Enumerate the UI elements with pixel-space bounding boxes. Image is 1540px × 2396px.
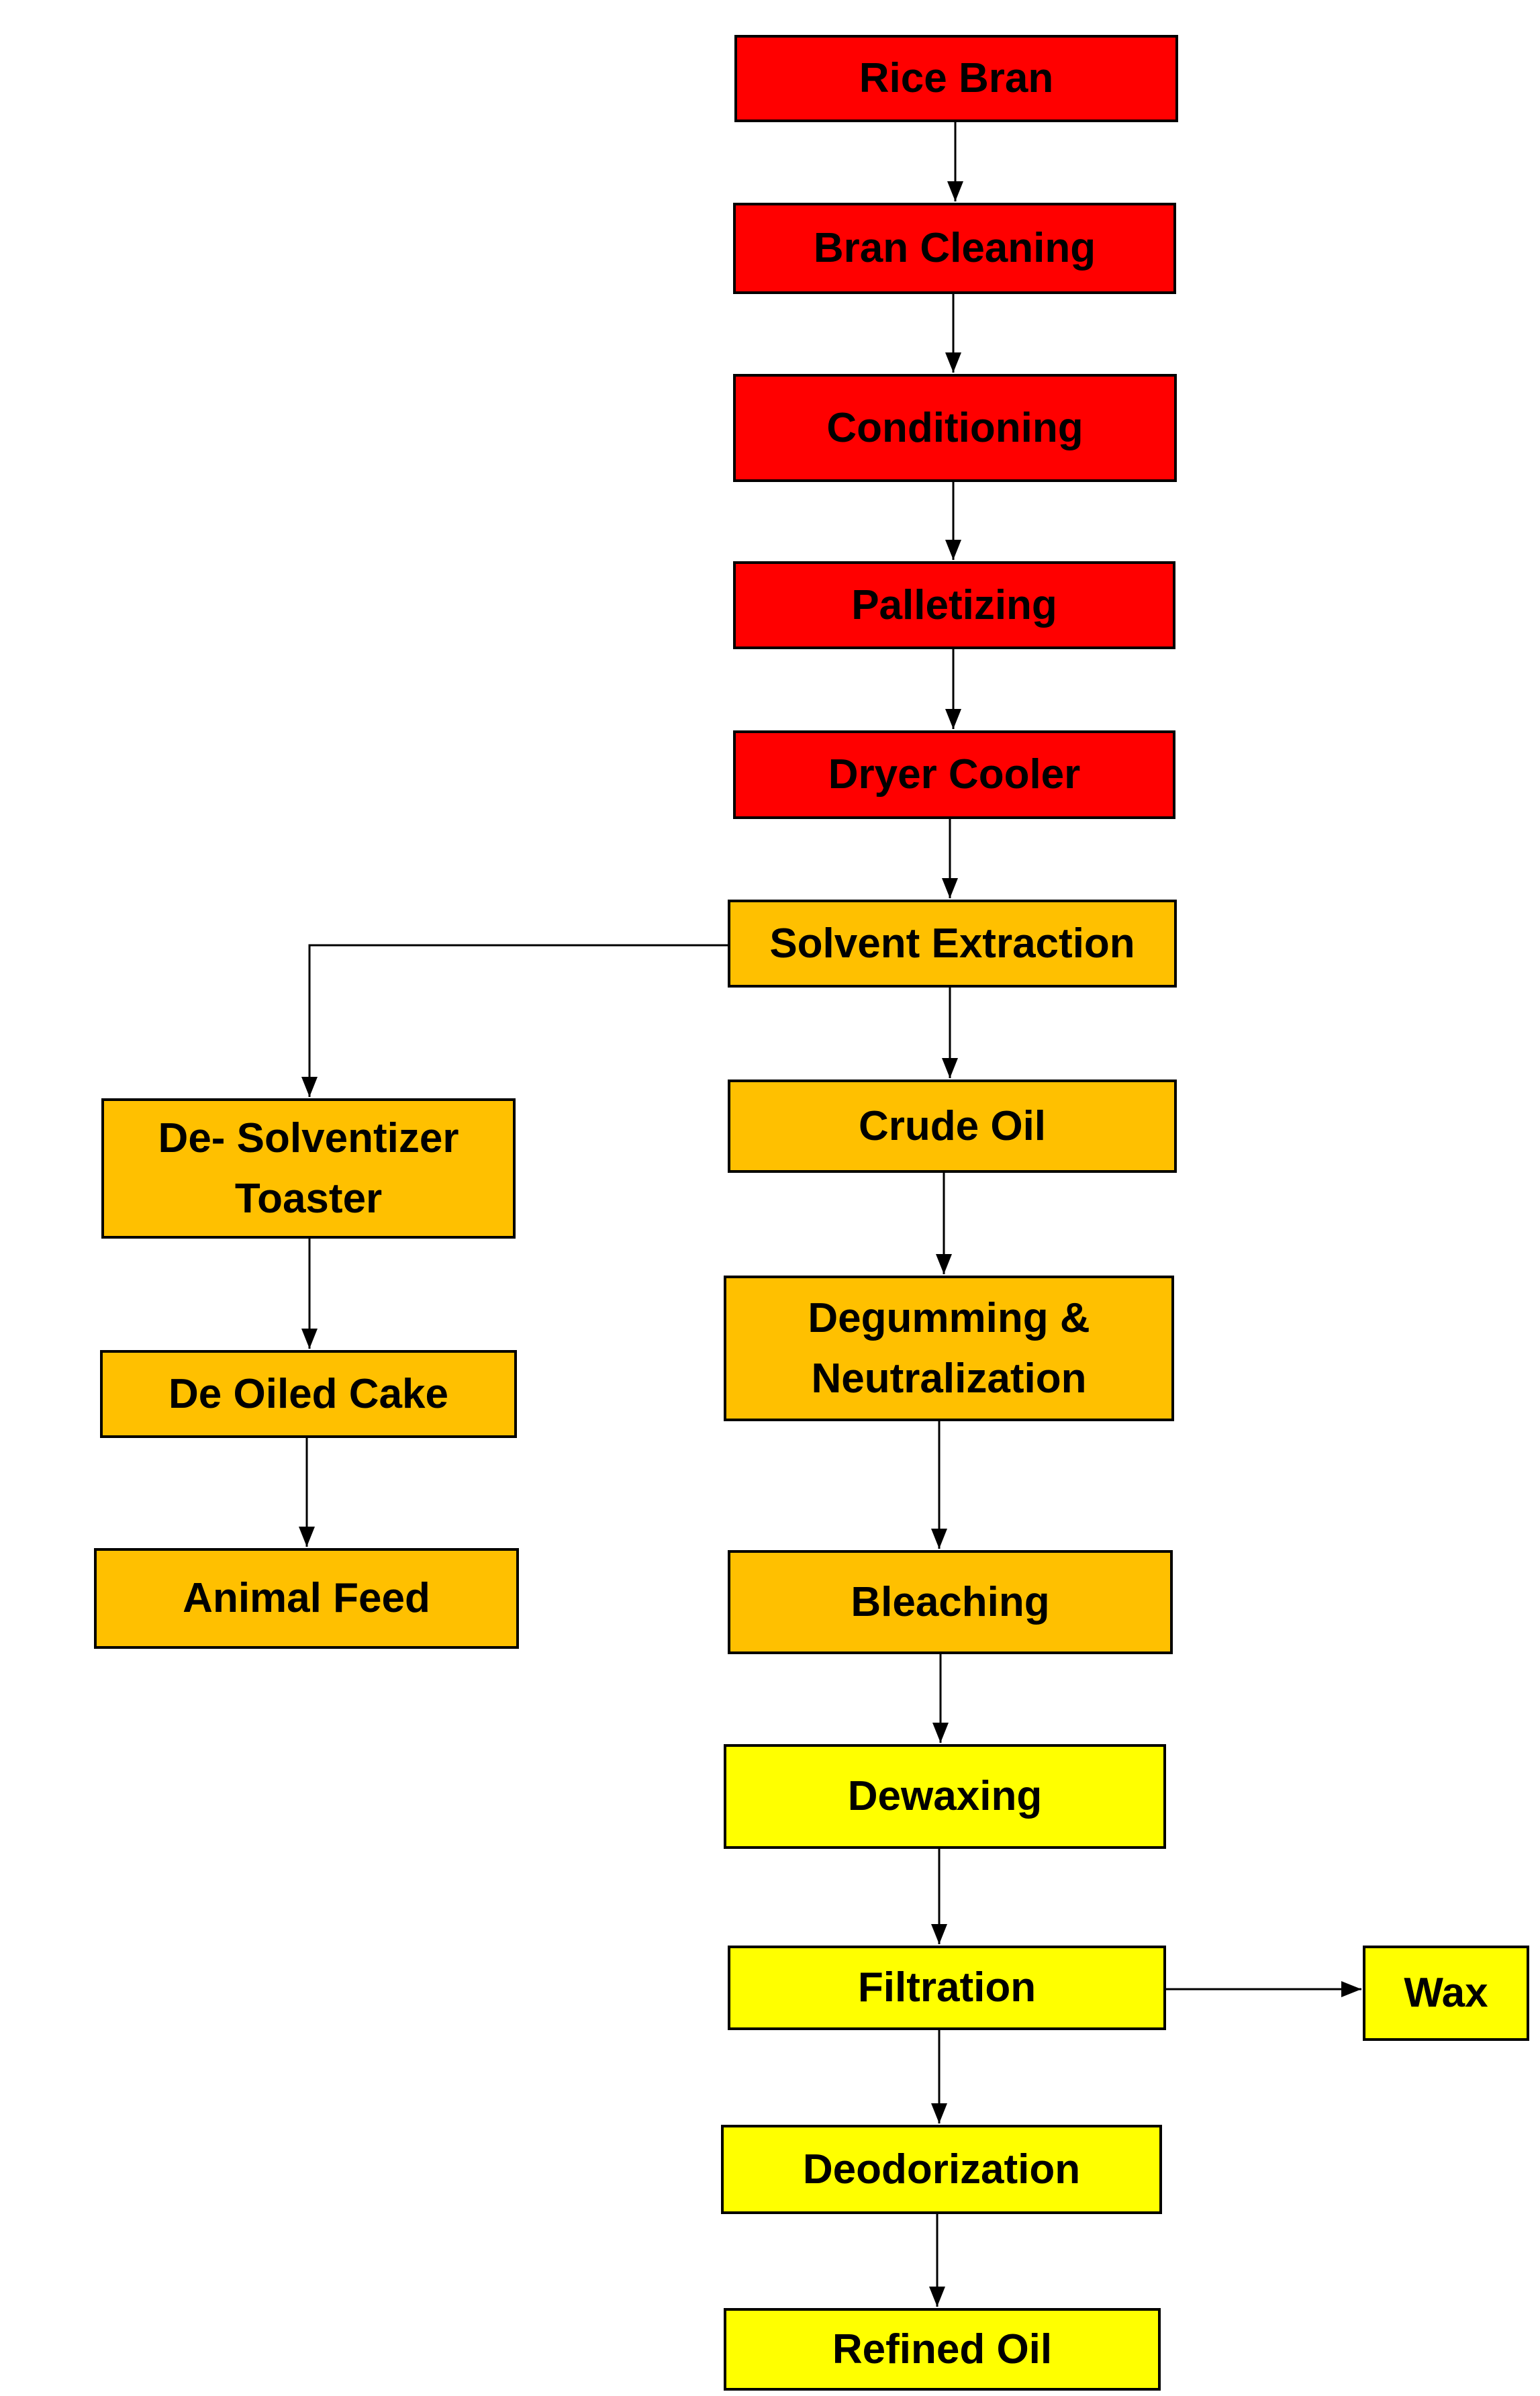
node-crude-oil: Crude Oil <box>728 1080 1177 1173</box>
node-label: Filtration <box>857 1964 1037 2011</box>
node-wax: Wax <box>1363 1946 1529 2041</box>
node-animal-feed: Animal Feed <box>94 1548 519 1649</box>
node-label: De Oiled Cake <box>169 1370 448 1417</box>
node-label: Bran Cleaning <box>813 225 1096 272</box>
node-conditioning: Conditioning <box>733 374 1177 482</box>
node-bleaching: Bleaching <box>728 1550 1173 1654</box>
node-rice-bran: Rice Bran <box>734 35 1178 122</box>
node-solvent-extraction: Solvent Extraction <box>728 900 1177 988</box>
node-label: Degumming & Neutralization <box>808 1294 1090 1402</box>
node-degumming-neutralization: Degumming & Neutralization <box>724 1276 1174 1421</box>
node-dewaxing: Dewaxing <box>724 1744 1166 1849</box>
edge-solvent-extraction-to-desolventizer <box>301 944 728 1097</box>
node-label: De- Solventizer Toaster <box>158 1114 459 1222</box>
node-label: Wax <box>1404 1970 1488 2017</box>
node-deodorization: Deodorization <box>721 2125 1162 2214</box>
node-filtration: Filtration <box>728 1946 1166 2030</box>
node-label: Deodorization <box>802 2146 1081 2193</box>
node-label: Palletizing <box>851 581 1057 628</box>
node-refined-oil: Refined Oil <box>724 2308 1161 2391</box>
node-label: Crude Oil <box>858 1102 1047 1149</box>
node-bran-cleaning: Bran Cleaning <box>733 203 1176 294</box>
node-label: Bleaching <box>851 1578 1050 1625</box>
node-label: Conditioning <box>826 404 1084 451</box>
node-label: Rice Bran <box>859 55 1054 102</box>
node-palletizing: Palletizing <box>733 561 1175 649</box>
node-label: Dryer Cooler <box>828 751 1081 798</box>
node-label: Refined Oil <box>832 2326 1053 2373</box>
node-dryer-cooler: Dryer Cooler <box>733 730 1175 819</box>
node-label: Solvent Extraction <box>769 920 1135 967</box>
node-deoiled-cake: De Oiled Cake <box>100 1350 517 1438</box>
node-label: Dewaxing <box>847 1773 1043 1820</box>
node-label: Animal Feed <box>183 1575 430 1622</box>
node-desolventizer-toaster: De- Solventizer Toaster <box>101 1098 516 1239</box>
